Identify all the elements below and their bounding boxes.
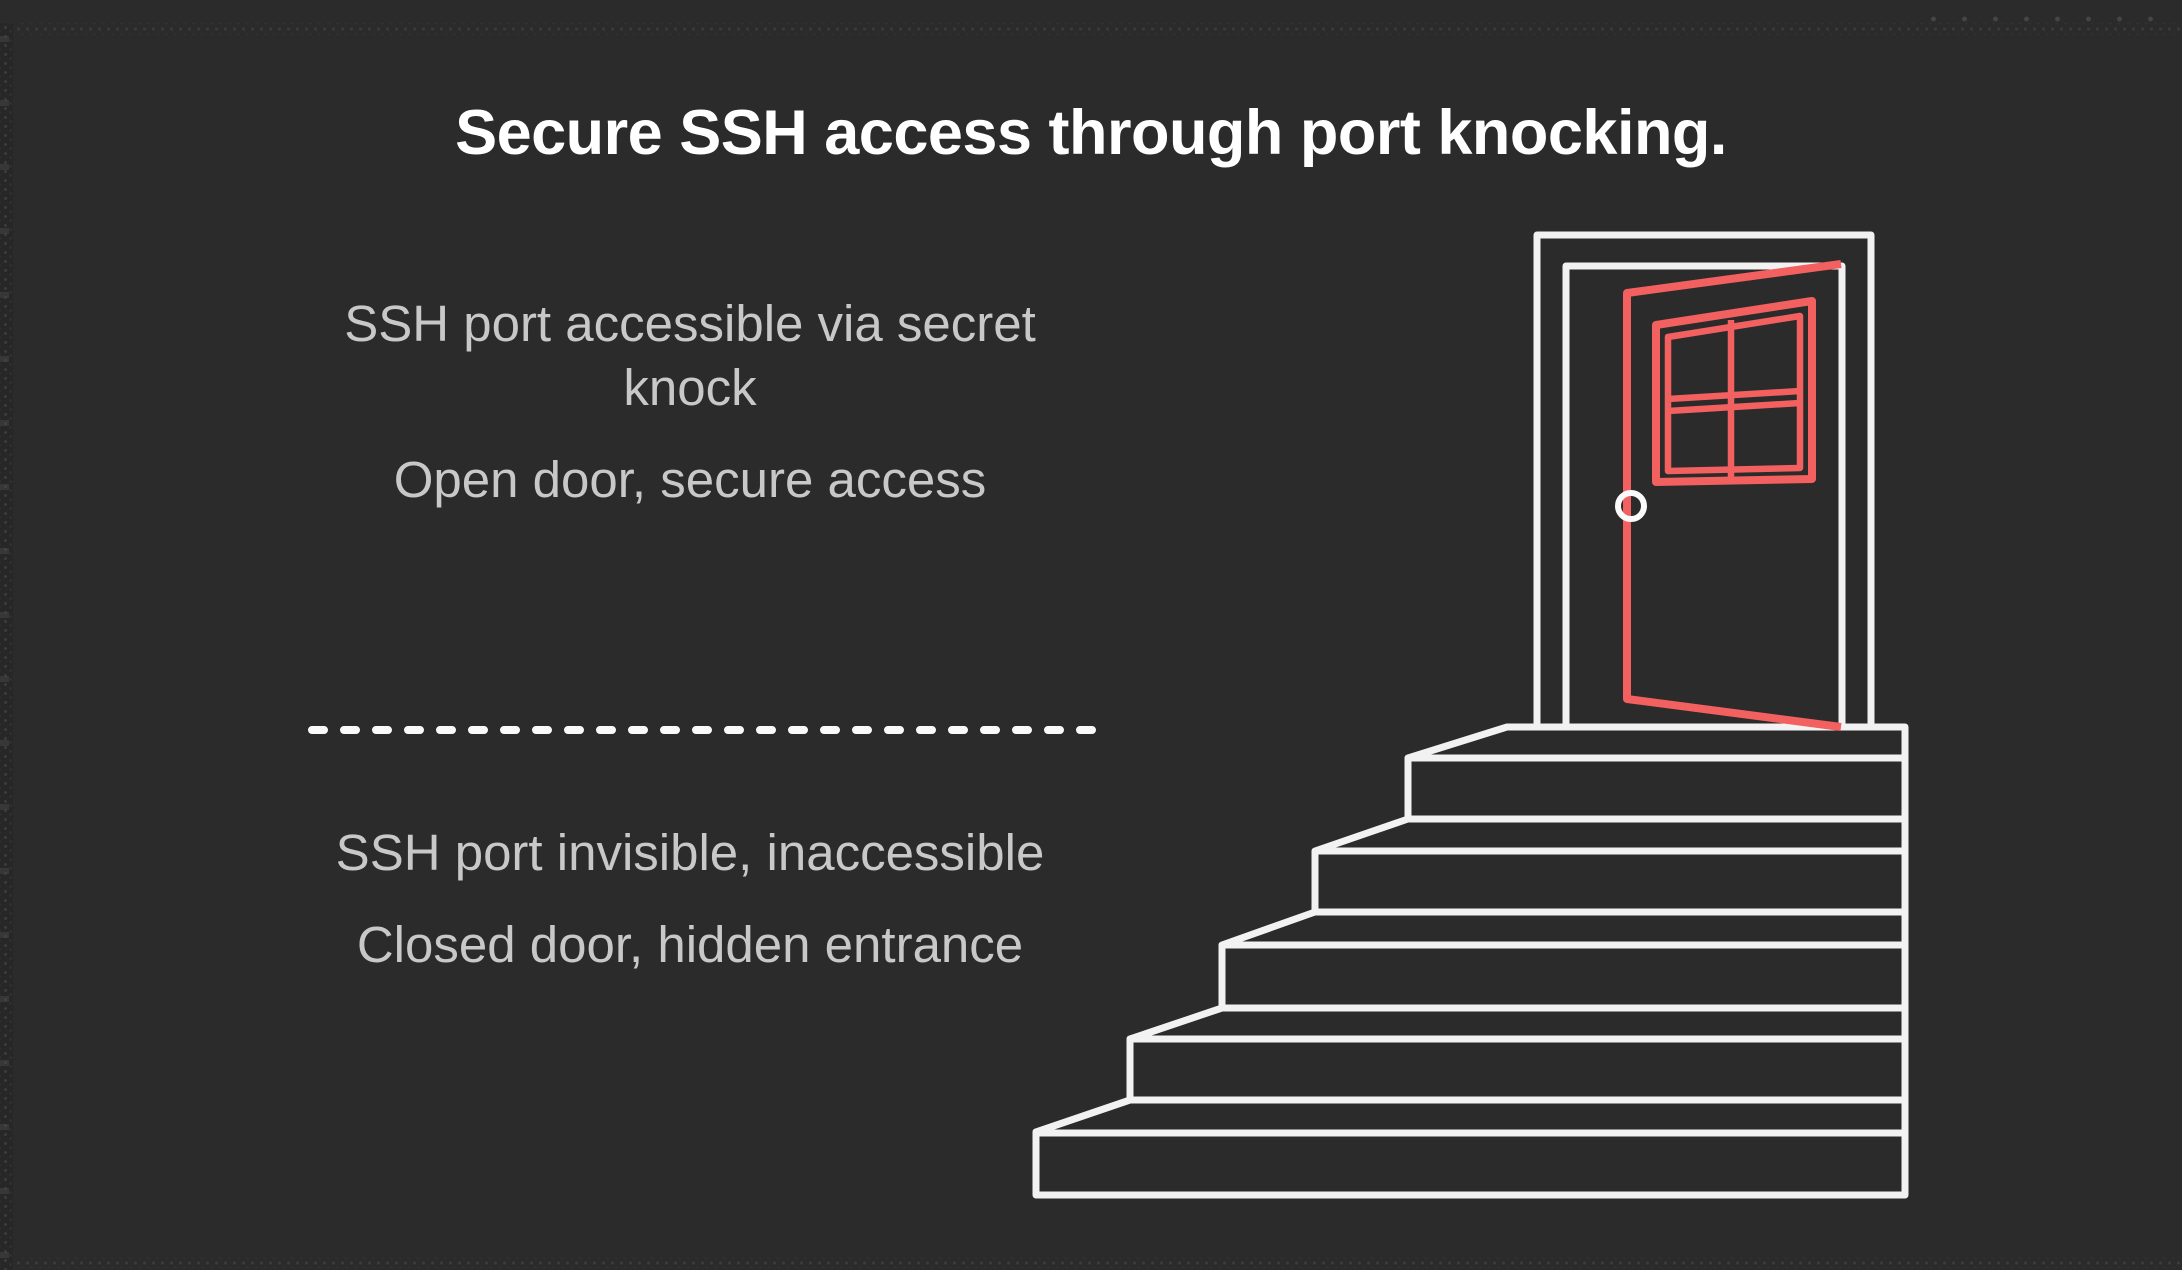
door-frame-outer (1533, 231, 1875, 727)
door-window (1652, 297, 1816, 486)
caption-open-line-1: SSH port accessible via secret knock (344, 295, 1036, 416)
caption-closed-line-1: SSH port invisible, inaccessible (335, 824, 1045, 881)
caption-closed-state: SSH port invisible, inaccessible Closed … (290, 821, 1090, 977)
staircase-silhouette (1032, 723, 1909, 1199)
door-window-outer (1652, 297, 1816, 486)
staircase-step-lines (1036, 754, 1905, 1137)
door-window-inner (1664, 312, 1804, 475)
caption-open-state: SSH port accessible via secret knock Ope… (290, 292, 1090, 512)
door-frame-inner (1562, 262, 1846, 727)
caption-open-line-2: Open door, secure access (393, 451, 987, 508)
staircase (1032, 723, 1909, 1199)
door-frame (1533, 231, 1875, 727)
caption-closed-line-2: Closed door, hidden entrance (356, 916, 1024, 973)
open-door (1615, 260, 1842, 731)
door-knob-icon (1615, 490, 1647, 522)
door-window-mullions (1667, 320, 1801, 479)
page-title: Secure SSH access through port knocking. (455, 98, 1727, 168)
